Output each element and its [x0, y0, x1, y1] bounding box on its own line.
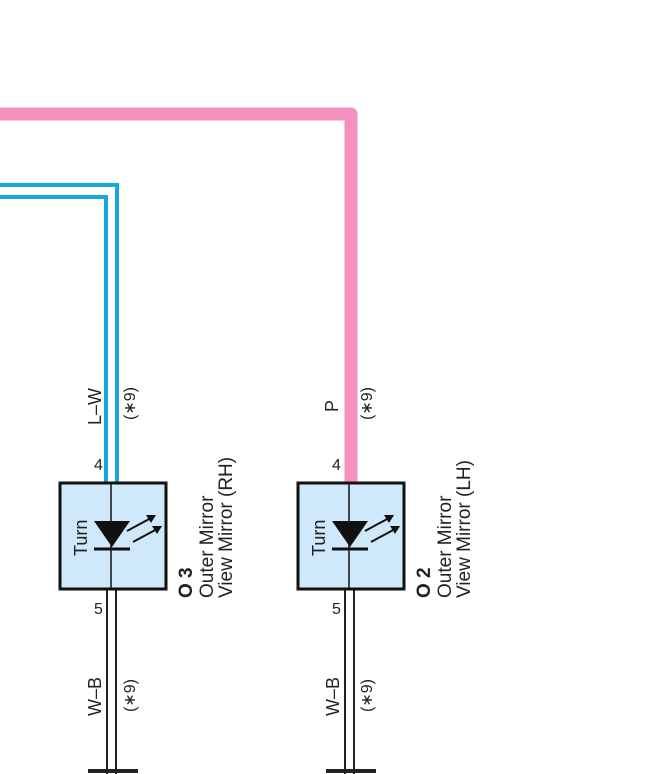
- component-o3-element-label: Turn: [71, 520, 91, 556]
- component-o2-name-line1: Outer Mirror: [435, 495, 456, 598]
- component-o2-code: O 2: [414, 567, 435, 598]
- component-o2-element-label: Turn: [309, 520, 329, 556]
- component-o2-bottom-pin: 5: [332, 601, 341, 618]
- ground-wire-rh: [88, 589, 138, 774]
- component-o2: Turn 4 5 P (∗9) W–B (∗9) O 2 Outer Mirro…: [296, 387, 475, 716]
- component-o3-name-line2: View Mirror (RH): [216, 457, 237, 598]
- component-o3-bottom-note: (∗9): [122, 679, 139, 712]
- led-icon: [332, 515, 400, 551]
- component-o3-top-wire-label: L–W: [85, 388, 105, 425]
- component-o3-box: [58, 481, 168, 591]
- component-o3-name-line1: Outer Mirror: [197, 495, 218, 598]
- component-o3-bottom-wire-label: W–B: [85, 677, 105, 716]
- component-o2-top-wire-label: P: [322, 400, 342, 412]
- led-icon: [94, 515, 162, 551]
- component-o2-top-note: (∗9): [359, 387, 376, 420]
- component-o2-top-pin: 4: [332, 457, 341, 474]
- component-o2-bottom-note: (∗9): [359, 679, 376, 712]
- component-o3-top-pin: 4: [94, 457, 103, 474]
- component-o3-code: O 3: [176, 567, 197, 598]
- component-o3-top-note: (∗9): [122, 387, 139, 420]
- ground-wire-lh: [326, 589, 376, 774]
- component-o3-bottom-pin: 5: [94, 601, 103, 618]
- component-o2-name-line2: View Mirror (LH): [454, 460, 475, 598]
- blue-wire-lw: [0, 183, 119, 485]
- component-o3: Turn 4 5 L–W (∗9) W–B (∗9) O 3 Outer Mir…: [58, 387, 237, 716]
- component-o2-bottom-wire-label: W–B: [323, 677, 343, 716]
- pink-wire-p: [0, 107, 358, 485]
